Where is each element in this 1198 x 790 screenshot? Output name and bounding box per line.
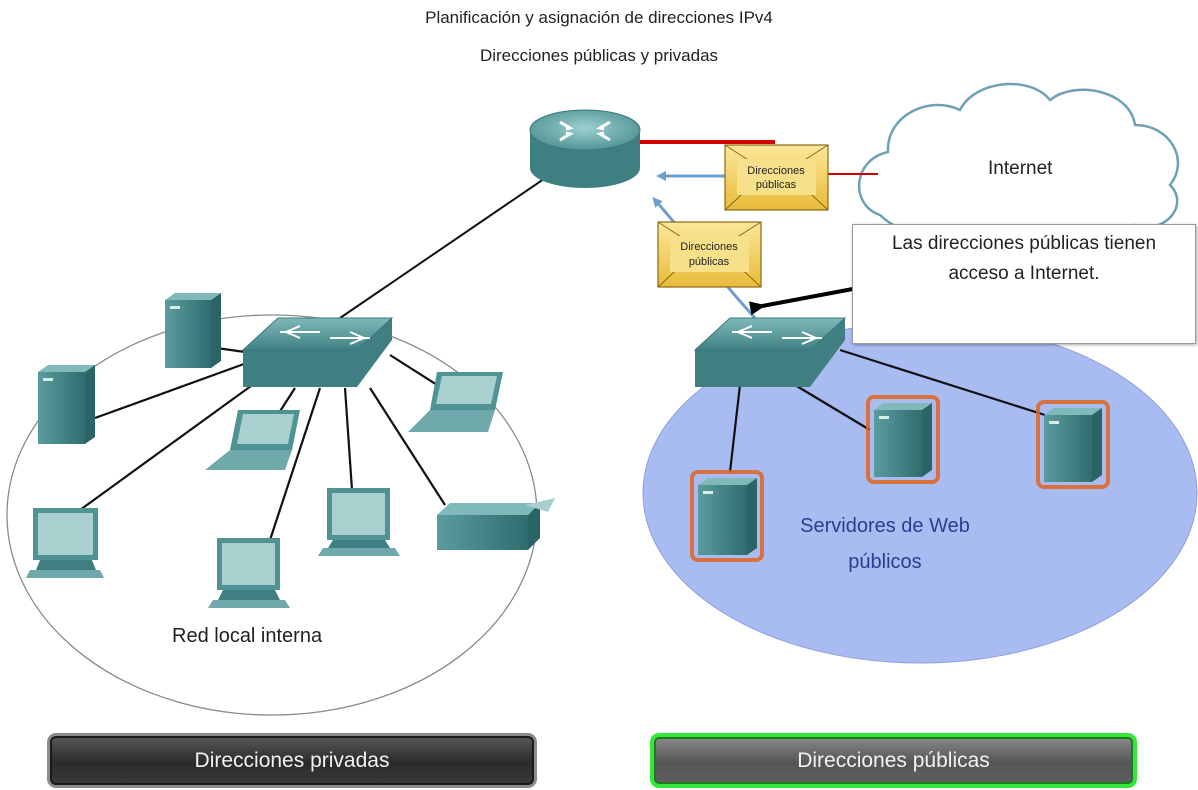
lan-server-icon <box>165 293 221 368</box>
router-lan-link <box>339 167 561 319</box>
page-title: Planificación y asignación de direccione… <box>425 8 773 27</box>
info-callout: Las direcciones públicas tienen acceso a… <box>852 224 1196 344</box>
lan-label: Red local interna <box>172 625 323 647</box>
public-addresses-label: Direcciones públicas <box>797 748 990 772</box>
envelope-label-line2: públicas <box>756 179 797 191</box>
private-addresses-label: Direcciones privadas <box>194 748 390 772</box>
laptop-icon <box>205 410 300 470</box>
public-addresses-button[interactable]: Direcciones públicas <box>650 733 1137 788</box>
servers-label: Servidores de Web públicos <box>775 508 995 580</box>
envelope-label-line1: Direcciones <box>680 241 738 253</box>
laptop-icon <box>408 372 503 432</box>
desktop-pc-icon <box>26 508 104 578</box>
printer-icon <box>437 498 555 550</box>
callout-arrow <box>748 286 859 316</box>
callout-line2: acceso a Internet. <box>948 263 1100 284</box>
envelope-icon: Direcciones públicas <box>657 221 762 288</box>
internet-label: Internet <box>988 158 1053 179</box>
web-server-icon <box>866 395 940 484</box>
web-server-icon <box>690 470 764 562</box>
lan-server-icon <box>38 365 95 444</box>
page-subtitle: Direcciones públicas y privadas <box>479 46 719 65</box>
desktop-pc-icon <box>318 488 400 556</box>
envelope-label-line1: Direcciones <box>747 165 805 177</box>
server-switch-icon <box>693 317 847 387</box>
callout-line1: Las direcciones públicas tienen <box>891 233 1157 254</box>
servers-label-line2: públicos <box>848 551 922 573</box>
web-server-icon <box>1036 400 1110 489</box>
router-icon <box>529 109 641 188</box>
envelope-label-line2: públicas <box>689 256 730 268</box>
private-addresses-button[interactable]: Direcciones privadas <box>47 733 537 788</box>
servers-label-line1: Servidores de Web <box>800 515 970 537</box>
server-links <box>728 348 1046 473</box>
desktop-pc-icon <box>208 538 290 608</box>
lan-links <box>79 343 446 541</box>
lan-switch-icon <box>241 317 394 387</box>
envelope-icon: Direcciones públicas <box>724 144 829 211</box>
